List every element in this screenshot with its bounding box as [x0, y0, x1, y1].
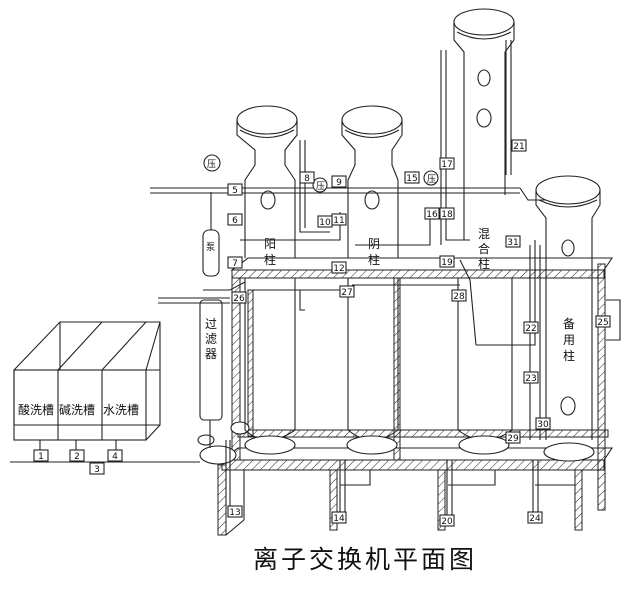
alkali-tank-label: 碱洗槽: [59, 403, 95, 417]
valve-tag-number: 16: [426, 210, 438, 220]
gauge-label-2: 压: [316, 181, 325, 192]
valve-tag-number: 7: [232, 259, 238, 269]
pump: [197, 421, 250, 465]
valve-tag: 30: [535, 417, 551, 430]
valve-tag-number: 27: [341, 288, 352, 298]
wash-tanks: 酸洗槽 碱洗槽 水洗槽: [10, 321, 200, 463]
valve-tag: 25: [595, 315, 611, 328]
valve-tag-number: 26: [233, 294, 245, 304]
valve-tag-number: 12: [333, 264, 344, 274]
valve-tag: 16: [424, 207, 440, 220]
valve-tag-number: 9: [336, 178, 342, 188]
filter-char-1: 过: [205, 317, 217, 331]
mixed-char-3: 柱: [478, 256, 490, 271]
valve-tag-number: 24: [529, 514, 541, 524]
valve-tag-number: 15: [406, 174, 417, 184]
valve-tag: 5: [227, 183, 243, 196]
valve-tag: 18: [439, 207, 455, 220]
mixed-char-1: 混: [478, 227, 490, 241]
valve-tag-number: 29: [507, 434, 519, 444]
anion-column: 阴 柱: [341, 105, 403, 455]
valve-tag-number: 28: [453, 292, 465, 302]
valve-tag: 13: [227, 505, 243, 518]
valve-tag-number: 21: [513, 142, 524, 152]
diagram-title: 离子交换机平面图: [253, 545, 477, 574]
standby-char-2: 用: [563, 333, 575, 347]
valve-tag-number: 3: [94, 465, 100, 475]
valve-tag: 22: [523, 321, 539, 334]
filter-char-2: 滤: [205, 332, 217, 346]
valve-tag-number: 19: [441, 258, 453, 268]
valve-tag-number: 20: [441, 517, 453, 527]
valve-tag: 27: [339, 285, 355, 298]
pump-label: 泵: [206, 242, 215, 253]
valve-tag: 3: [89, 462, 105, 475]
filter: 过 滤 器 泵: [199, 192, 246, 448]
gauge-icon: [312, 177, 328, 193]
valve-tag-number: 25: [597, 318, 608, 328]
gauge-label-3: 压: [427, 174, 436, 185]
valve-tag: 21: [511, 139, 527, 152]
standby-char-3: 柱: [563, 348, 575, 363]
standby-char-1: 备: [563, 317, 575, 331]
valve-tag: 15: [404, 171, 420, 184]
valve-tag-number: 4: [112, 452, 118, 462]
valve-tag-number: 18: [441, 210, 453, 220]
water-tank-label: 水洗槽: [103, 403, 139, 417]
anion-char-1: 阴: [368, 237, 380, 251]
valve-tag: 10: [317, 215, 333, 228]
valve-tag: 29: [505, 431, 521, 444]
valve-tag: 7: [227, 256, 243, 269]
valve-tag-number: 11: [333, 216, 344, 226]
valve-tag: 6: [227, 213, 243, 226]
valve-tag: 17: [439, 157, 455, 170]
support-frame: [217, 257, 614, 536]
cation-char-1: 阳: [264, 237, 276, 251]
valve-tag: 20: [439, 514, 455, 527]
valve-tag-number: 10: [319, 218, 331, 228]
valve-tag: 8: [299, 171, 315, 184]
valve-tag: 4: [107, 449, 123, 462]
anion-char-2: 柱: [368, 252, 380, 267]
valve-tag: 11: [331, 213, 347, 226]
valve-tag: 2: [69, 449, 85, 462]
mixed-bed-column: 混 合 柱: [453, 8, 515, 455]
valve-tag: 26: [231, 291, 247, 304]
valve-tag: 31: [505, 235, 521, 248]
valve-tag-number: 23: [525, 374, 536, 384]
valve-tag: 12: [331, 261, 347, 274]
cation-char-2: 柱: [264, 252, 276, 267]
valve-tag-number: 1: [38, 452, 44, 462]
valve-tag: 24: [527, 511, 543, 524]
valve-tag: 9: [331, 175, 347, 188]
valve-tag-number: 13: [229, 508, 240, 518]
valve-tag-number: 2: [74, 452, 80, 462]
mixed-char-2: 合: [478, 241, 490, 256]
valve-tag: 28: [451, 289, 467, 302]
valve-tag-number: 30: [537, 420, 549, 430]
gauge-icon: [423, 170, 439, 186]
valve-tag-number: 17: [441, 160, 452, 170]
valve-tag: 1: [33, 449, 49, 462]
piping: [150, 40, 621, 525]
valve-tag-number: 6: [232, 216, 238, 226]
cation-column: 阳 柱: [236, 105, 298, 455]
valve-tag: 19: [439, 255, 455, 268]
valve-tag: 14: [331, 511, 347, 524]
pressure-gauges: 压 压 压: [203, 154, 439, 193]
gauge-label-1: 压: [207, 159, 216, 170]
standby-column: 备 用 柱: [535, 175, 601, 462]
valve-tag-number: 8: [304, 174, 310, 184]
valve-tag-number: 5: [232, 186, 238, 196]
valve-tag-number: 22: [525, 324, 536, 334]
valve-tag: 23: [523, 371, 539, 384]
valve-tag-number: 31: [507, 238, 518, 248]
acid-tank-label: 酸洗槽: [18, 402, 54, 417]
gauge-icon: [203, 154, 221, 172]
valve-tag-number: 14: [333, 514, 345, 524]
filter-char-3: 器: [205, 347, 217, 361]
